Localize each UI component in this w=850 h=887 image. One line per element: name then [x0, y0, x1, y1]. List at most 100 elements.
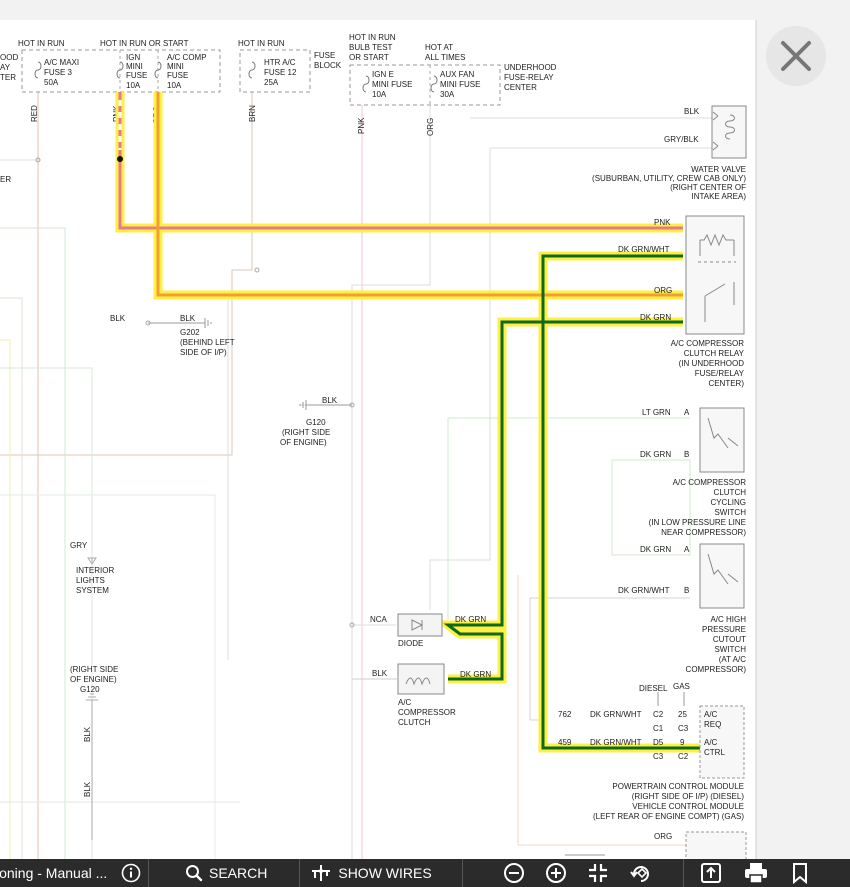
- label-uh-center-3: CENTER: [504, 83, 537, 92]
- cutout-label-3: CUTOUT: [713, 635, 746, 644]
- relay-label-4: FUSE/RELAY: [695, 369, 745, 378]
- search-button[interactable]: SEARCH: [185, 864, 267, 882]
- wiring-diagram: HOT IN RUN HOT IN RUN OR START HOT IN RU…: [0, 20, 757, 860]
- interior-wire-gry: GRY: [70, 541, 88, 550]
- cycling-label-2: CLUTCH: [714, 488, 747, 497]
- pcm-pin-c2-a: C2: [653, 710, 664, 719]
- label-uh-hot-in-run: HOT IN RUN: [349, 33, 396, 42]
- diode-label: DIODE: [398, 639, 423, 648]
- pcm-wire-459: 459: [558, 738, 572, 747]
- cycling-label-1: A/C COMPRESSOR: [673, 478, 747, 487]
- relay-wire-pnk: PNK: [654, 218, 671, 227]
- g120-mid-ground: [299, 400, 352, 410]
- diagram-paper: [0, 20, 756, 860]
- g202-label-2: (BEHIND LEFT: [180, 338, 235, 347]
- fuse-aux-fan-name: AUX FAN: [440, 70, 474, 79]
- info-button[interactable]: [114, 863, 148, 883]
- clutch-label-1: A/C: [398, 698, 412, 707]
- cycling-pin-a: A: [684, 408, 690, 417]
- label-uh-all-times: ALL TIMES: [425, 53, 465, 62]
- pcm-label-4: (LEFT REAR OF ENGINE COMPT) (GAS): [593, 812, 744, 821]
- fuse-ac-maxi-line2: FUSE 3: [44, 68, 73, 77]
- fuse-ac-maxi-rating: 50A: [44, 78, 59, 87]
- export-button[interactable]: [700, 862, 722, 884]
- g120-mid-wire-blk: BLK: [322, 396, 338, 405]
- relay-label-3: (IN UNDERHOOD: [679, 359, 745, 368]
- wire-label-red: RED: [30, 105, 39, 122]
- bookmark-icon: [792, 862, 808, 884]
- cutout-label-6: COMPRESSOR): [686, 665, 747, 674]
- water-valve-label-4: INTAKE AREA): [691, 192, 746, 201]
- cutout-pin-a: A: [684, 545, 690, 554]
- fuse-aux-fan-rating: 30A: [440, 90, 455, 99]
- zoom-out-button[interactable]: [503, 862, 525, 884]
- cycling-wire-dk-grn: DK GRN: [640, 450, 671, 459]
- clutch-symbol: [397, 663, 445, 695]
- rotate-button[interactable]: [629, 862, 653, 884]
- fuse-ign-e-line2: MINI FUSE: [372, 80, 412, 89]
- cutout-label-2: PRESSURE: [702, 625, 746, 634]
- diode-symbol: [397, 613, 443, 637]
- fuse-ac-comp-line3: FUSE: [167, 71, 188, 80]
- fuse-htr-ac-rating: 25A: [264, 78, 279, 87]
- relay-wire-dk-grn: DK GRN: [640, 313, 671, 322]
- label-block: BLOCK: [314, 61, 342, 70]
- pcm-ac-ctrl-2: CTRL: [704, 748, 725, 757]
- fit-button[interactable]: [587, 862, 609, 884]
- zoom-in-button[interactable]: [545, 862, 567, 884]
- pcm-pin-c3-a: C3: [678, 724, 689, 733]
- label-hot-in-run-2: HOT IN RUN: [238, 39, 285, 48]
- show-wires-button[interactable]: SHOW WIRES: [310, 864, 432, 882]
- show-wires-label: SHOW WIRES: [338, 865, 432, 881]
- g120-left-label-2: OF ENGINE): [70, 675, 117, 684]
- pcm-pin-9: 9: [680, 738, 685, 747]
- pcm-ac-ctrl-1: A/C: [704, 738, 718, 747]
- print-icon: [744, 862, 768, 884]
- diode-wire-nca: NCA: [370, 615, 388, 624]
- pcm-pin-c3-b: C3: [653, 752, 664, 761]
- cycling-label-3: CYCLING: [710, 498, 746, 507]
- wire-label-org-2: ORG: [426, 118, 435, 136]
- g202-ground: [148, 318, 212, 328]
- pcm-diesel: DIESEL: [639, 684, 668, 693]
- label-left-cut-2: AY: [0, 63, 11, 72]
- pcm-label-1: POWERTRAIN CONTROL MODULE: [612, 782, 744, 791]
- pcm-ac-req-2: REQ: [704, 720, 721, 729]
- pcm-symbol: [657, 692, 745, 779]
- fuse-header-labels: HOT IN RUN HOT IN RUN OR START HOT IN RU…: [0, 33, 557, 99]
- fuse-symbols: [34, 61, 438, 93]
- pcm-pin-c2-b: C2: [678, 752, 689, 761]
- bookmark-button[interactable]: [792, 862, 808, 884]
- g120-mid-label-2: (RIGHT SIDE: [282, 428, 330, 437]
- g120-left-label-1: (RIGHT SIDE: [70, 665, 118, 674]
- close-icon: [780, 40, 812, 72]
- fuse-ign-line3: FUSE: [126, 71, 147, 80]
- relay-label-1: A/C COMPRESSOR: [671, 339, 745, 348]
- close-button[interactable]: [766, 26, 826, 86]
- label-hot-in-run-or-start: HOT IN RUN OR START: [100, 39, 189, 48]
- cutout-label-5: (AT A/C: [719, 655, 746, 664]
- rotate-icon: [629, 862, 653, 884]
- label-uh-or-start: OR START: [349, 53, 389, 62]
- document-title: ioning - Manual ...: [0, 865, 108, 881]
- water-valve-symbol: [711, 105, 747, 159]
- g202-label-3: SIDE OF I/P): [180, 348, 227, 357]
- water-valve-label-3: (RIGHT CENTER OF: [670, 183, 746, 192]
- print-button[interactable]: [744, 862, 768, 884]
- relay-label-2: CLUTCH RELAY: [684, 349, 745, 358]
- splice-dot: [117, 156, 123, 162]
- label-uh-center-2: FUSE-RELAY: [504, 73, 554, 82]
- bottom-wire-org: ORG: [654, 832, 672, 841]
- cutout-label-4: SWITCH: [714, 645, 746, 654]
- fuse-ac-comp-line2: MINI: [167, 62, 184, 71]
- fuse-ac-comp-rating: 10A: [167, 81, 182, 90]
- fuse-ac-maxi-name: A/C MAXI: [44, 58, 79, 67]
- g120-mid-label-1: G120: [306, 418, 326, 427]
- search-label: SEARCH: [209, 865, 268, 881]
- fuse-aux-fan-line2: MINI FUSE: [440, 80, 480, 89]
- cutout-wire-dk-grn-wht: DK GRN/WHT: [618, 586, 670, 595]
- fuse-htr-ac-name: HTR A/C: [264, 58, 296, 67]
- diode-wire-dk-grn: DK GRN: [455, 615, 486, 624]
- water-valve-label-1: WATER VALVE: [691, 165, 746, 174]
- pcm-pin-d5: D5: [653, 738, 664, 747]
